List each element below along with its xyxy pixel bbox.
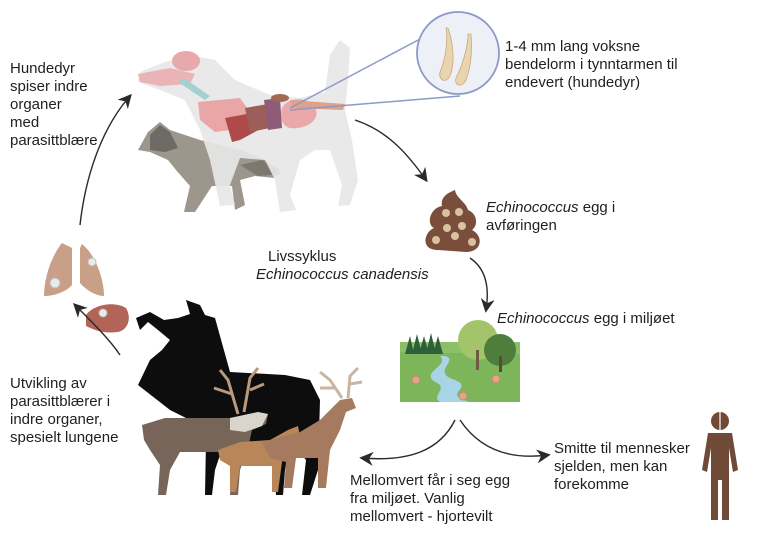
- label-cyst-development: Utvikling av parasittblærer i indre orga…: [10, 375, 119, 446]
- tapeworm-illustration: [439, 27, 472, 86]
- label-definitive-host-eats: Hundedyr spiser indre organer med parasi…: [10, 60, 98, 149]
- human-figure-icon: [702, 411, 738, 520]
- liver-with-cyst-illustration: [86, 304, 129, 333]
- cycle-arrows: [73, 93, 551, 466]
- label-eggs-in-environment: Echinococcus egg i miljøet: [497, 310, 675, 327]
- arrow-feces-to-environment: [469, 257, 495, 313]
- label-eggs-in-feces: Echinococcus egg i avføringen: [486, 199, 616, 234]
- label-human-infection: Smitte til mennesker sjelden, men kan fo…: [554, 440, 690, 493]
- dog-anatomy-illustration: [138, 40, 358, 212]
- feces-with-eggs-illustration: [425, 190, 480, 252]
- arrow-to-intermediate-host: [359, 419, 456, 466]
- lungs-with-cysts-illustration: [44, 243, 104, 296]
- label-adult-worm: 1-4 mm lang voksne bendelorm i tynntarme…: [505, 38, 678, 91]
- arrow-dog-to-feces: [354, 119, 428, 183]
- arrow-to-human: [459, 419, 551, 464]
- label-intermediate-host: Mellomvert får i seg egg fra miljøet. Va…: [350, 472, 511, 525]
- tapeworm-magnifier: [289, 11, 500, 111]
- moose-reindeer-deer-illustration: [136, 300, 363, 495]
- arrow-host-to-organs: [73, 303, 121, 356]
- arrow-organs-to-dog: [79, 93, 132, 226]
- diagram-title: Livssyklus Echinococcus canadensis: [256, 248, 429, 283]
- landscape-river-trees-illustration: [400, 320, 520, 402]
